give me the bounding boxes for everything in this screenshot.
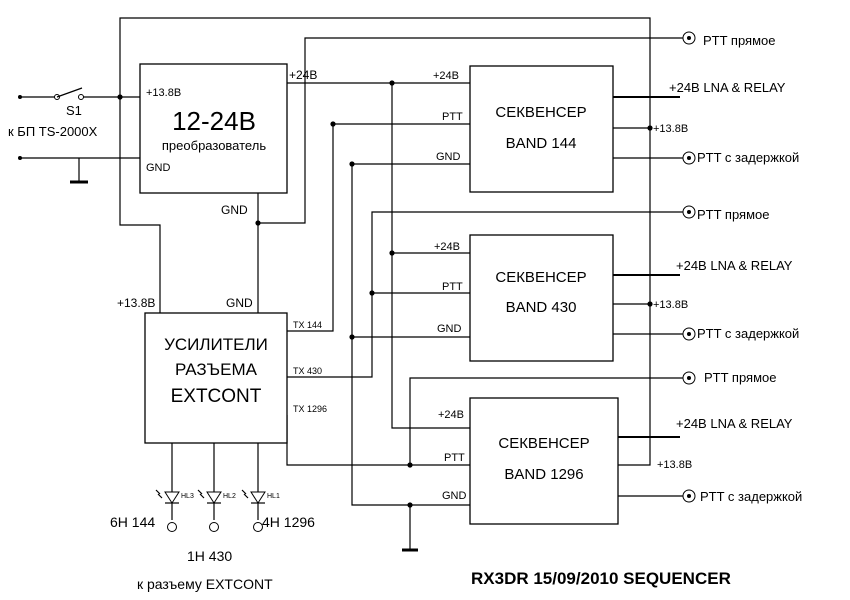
converter-pin-gnd: GND [146,162,171,174]
amp-out-tx144: TX 144 [293,320,322,330]
connector-ptt-direct-430-icon [682,205,696,219]
junction-dots [18,80,653,508]
seq144-lna-relay: +24В LNA & RELAY [669,80,786,95]
seq430-pin-gnd: GND [437,323,462,335]
psu-label: к БП TS-2000X [8,124,98,139]
led-hl2-terminal-icon [209,522,219,532]
seq430-title: СЕКВЕНСЕР [495,269,586,286]
connector-ptt-delay-430-icon [682,327,696,341]
seq144-pin-ptt: PTT [442,111,463,123]
converter-subtitle: преобразователь [162,138,266,153]
seq1296-lna-relay: +24В LNA & RELAY [676,416,793,431]
connector-symbols [682,31,696,503]
seq1296-title: СЕКВЕНСЕР [498,435,589,452]
converter-pin-in: +13.8В [146,87,181,99]
amp-out-tx430: TX 430 [293,366,322,376]
amp-out-tx1296: TX 1296 [293,404,327,414]
led-hl3-ref: HL3 [181,493,194,500]
seq430-pin-138: +13.8В [653,299,688,311]
connector-ptt-direct-1296-icon [682,371,696,385]
led-hl1-ref: HL1 [267,493,280,500]
seq144-pin-gnd: GND [436,151,461,163]
switch-s1: S1 к БП TS-2000X [8,87,98,139]
seq144-pin-138: +13.8В [653,123,688,135]
led-hl2-label: 1Н 430 [187,548,232,564]
amp-pin-gnd: GND [226,296,253,310]
led-hl3-label: 6Н 144 [110,514,155,530]
seq430-pin-24v: +24В [434,241,460,253]
led-hl3: HL3 6Н 144 [110,489,194,532]
converter-title: 12-24В [172,106,256,136]
seq430-lna-relay: +24В LNA & RELAY [676,258,793,273]
led-hl1: HL1 4Н 1296 [241,489,315,532]
sequencer-1296: СЕКВЕНСЕР BAND 1296 +24В PTT GND +13.8В … [438,370,802,525]
wiring [20,17,683,552]
led-hl2: HL2 1Н 430 [187,489,236,564]
seq144-ptt-direct: PTT прямое [703,33,776,48]
amplifier-block: +13.8В GND УСИЛИТЕЛИ РАЗЪЕМА EXTCONT TX … [117,296,327,444]
seq430-pin-ptt: PTT [442,281,463,293]
converter-block: +13.8В 12-24В преобразователь GND +24В G… [139,63,317,217]
seq1296-ptt-delay: PTT с задержкой [700,489,802,504]
led-hl1-terminal-icon [253,522,263,532]
connector-ptt-delay-144-icon [682,151,696,165]
extcont-label: к разъему EXTCONT [137,576,273,592]
sequencer-144: СЕКВЕНСЕР BAND 144 +24В PTT GND +13.8В P… [433,33,799,193]
connector-ptt-delay-1296-icon [682,489,696,503]
seq144-ptt-delay: PTT с задержкой [697,150,799,165]
seq430-ptt-direct: PTT прямое [697,207,770,222]
seq1296-pin-24v: +24В [438,409,464,421]
amp-line-3: EXTCONT [171,386,262,407]
sequencer-430: СЕКВЕНСЕР BAND 430 +24В PTT GND +13.8В P… [434,207,799,362]
seq1296-pin-ptt: PTT [444,452,465,464]
diagram-title: RX3DR 15/09/2010 SEQUENCER [471,569,731,588]
amp-line-2: РАЗЪЕМА [175,360,258,379]
seq144-title: СЕКВЕНСЕР [495,104,586,121]
seq430-ptt-delay: PTT с задержкой [697,326,799,341]
switch-label: S1 [66,103,82,118]
seq1296-band: BAND 1296 [504,466,583,483]
seq1296-ptt-direct: PTT прямое [704,370,777,385]
led-hl3-terminal-icon [167,522,177,532]
seq1296-pin-gnd: GND [442,490,467,502]
amp-pin-power: +13.8В [117,296,155,310]
converter-pin-gnd-bottom: GND [221,203,248,217]
seq144-pin-24v: +24В [433,70,459,82]
connector-ptt-direct-144-icon [682,31,696,45]
seq1296-pin-138: +13.8В [657,459,692,471]
converter-pin-out: +24В [289,68,317,82]
led-hl2-ref: HL2 [223,493,236,500]
seq430-band: BAND 430 [506,299,577,316]
led-hl1-label: 4Н 1296 [262,514,315,530]
amp-line-1: УСИЛИТЕЛИ [164,335,268,354]
seq144-band: BAND 144 [506,135,577,152]
